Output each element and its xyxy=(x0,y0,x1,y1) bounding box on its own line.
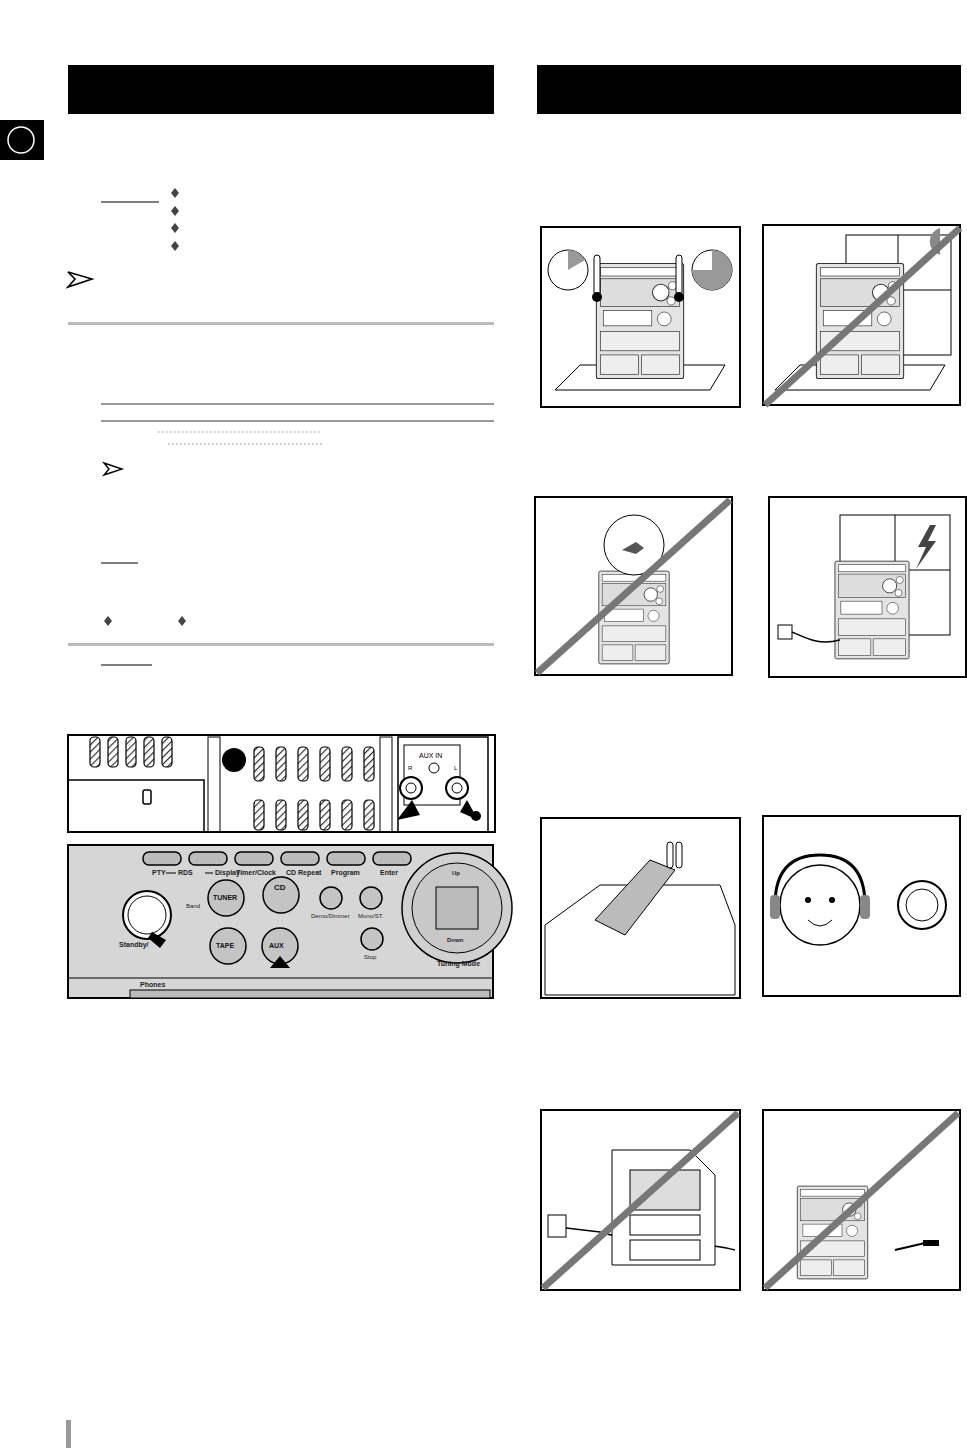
panel-label: Mono/ST. xyxy=(358,913,383,919)
panel-label: Band xyxy=(186,903,200,909)
panel-label: CD xyxy=(274,884,286,892)
panel-label: Down xyxy=(447,937,463,943)
panel-label: TUNER xyxy=(213,894,237,901)
panel-label: Stop xyxy=(364,954,376,960)
panel-label: CD Repeat xyxy=(286,869,321,876)
panel-label: PTY xyxy=(152,869,166,876)
panel-label: Program xyxy=(331,869,360,876)
panel-label: Tuning Mode xyxy=(437,960,480,967)
panel-label: Phones xyxy=(140,981,165,988)
panel-label: Timer/Clock xyxy=(236,869,276,876)
panel-label: Demo/Dimmer xyxy=(311,913,350,919)
panel-label: Enter xyxy=(380,869,398,876)
panel-label: R xyxy=(408,765,412,771)
panel-label: Standby/ xyxy=(119,941,149,948)
panel-label: L xyxy=(454,765,457,771)
panel-label: AUX xyxy=(269,942,284,949)
panel-label: AUX IN xyxy=(419,752,442,759)
panel-label: TAPE xyxy=(216,942,234,949)
panel-label: RDS xyxy=(178,869,193,876)
panel-label: Up xyxy=(452,870,460,876)
